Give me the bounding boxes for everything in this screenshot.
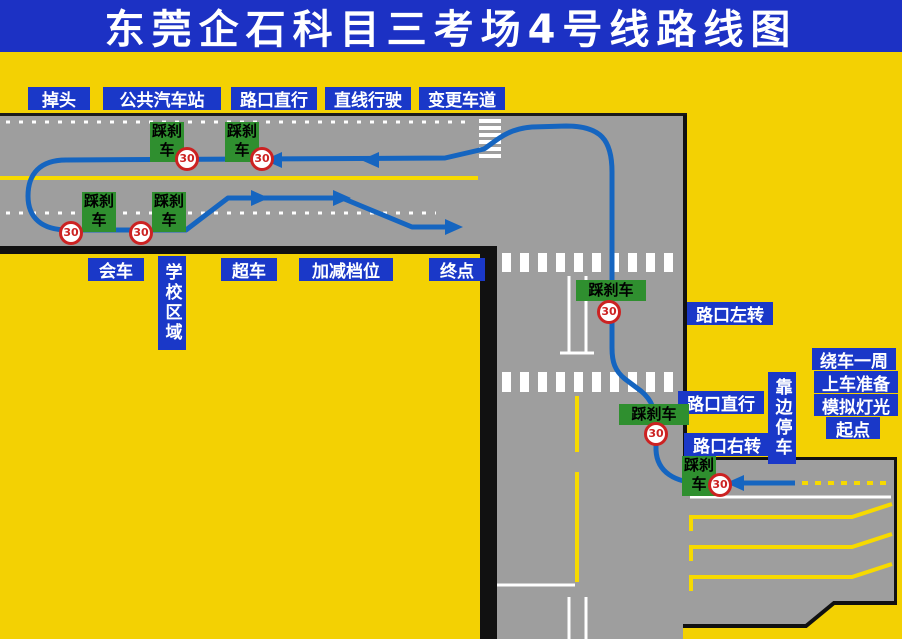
- route-arrows: [251, 152, 744, 491]
- label-end-point: 终点: [429, 258, 485, 282]
- speed-limit-sign: 30: [59, 221, 83, 245]
- label-bus-station: 公共汽车站: [103, 87, 221, 111]
- page-title-text: 东莞企石科目三考场4号线路线图: [104, 7, 798, 53]
- speed-limit-sign: 30: [250, 147, 274, 171]
- label-sim-lights: 模拟灯光: [814, 394, 898, 418]
- label-straight-top: 路口直行: [231, 87, 317, 111]
- label-change-lane: 变更车道: [419, 87, 505, 111]
- speed-limit-sign: 30: [708, 473, 732, 497]
- label-shift-gear: 加减档位: [299, 258, 393, 282]
- label-overtake: 超车: [221, 258, 277, 282]
- brake-sign: 踩刹车: [576, 280, 646, 301]
- label-left-turn: 路口左转: [687, 302, 773, 326]
- label-board-prep: 上车准备: [814, 371, 898, 395]
- label-meet-car: 会车: [88, 258, 144, 282]
- lane-markings: [0, 120, 893, 639]
- label-u-turn: 掉头: [28, 87, 90, 111]
- brake-sign: 踩刹车: [82, 192, 116, 232]
- speed-limit-sign: 30: [175, 147, 199, 171]
- label-pull-over: 靠边停车: [768, 372, 796, 464]
- label-start-point: 起点: [826, 417, 880, 441]
- label-school-zone: 学校区域: [158, 256, 186, 350]
- crosswalks: [479, 119, 673, 392]
- brake-sign: 踩刹车: [619, 404, 689, 425]
- label-around-car: 绕车一周: [812, 348, 896, 372]
- brake-sign: 踩刹车: [152, 192, 186, 232]
- label-right-turn: 路口右转: [684, 433, 770, 457]
- brake-sign: 踩刹车: [225, 122, 259, 162]
- label-straight-right: 路口直行: [678, 391, 764, 415]
- label-drive-straight: 直线行驶: [325, 87, 411, 111]
- page-title: 东莞企石科目三考场4号线路线图: [0, 0, 902, 53]
- speed-limit-sign: 30: [129, 221, 153, 245]
- speed-limit-sign: 30: [644, 422, 668, 446]
- speed-limit-sign: 30: [597, 300, 621, 324]
